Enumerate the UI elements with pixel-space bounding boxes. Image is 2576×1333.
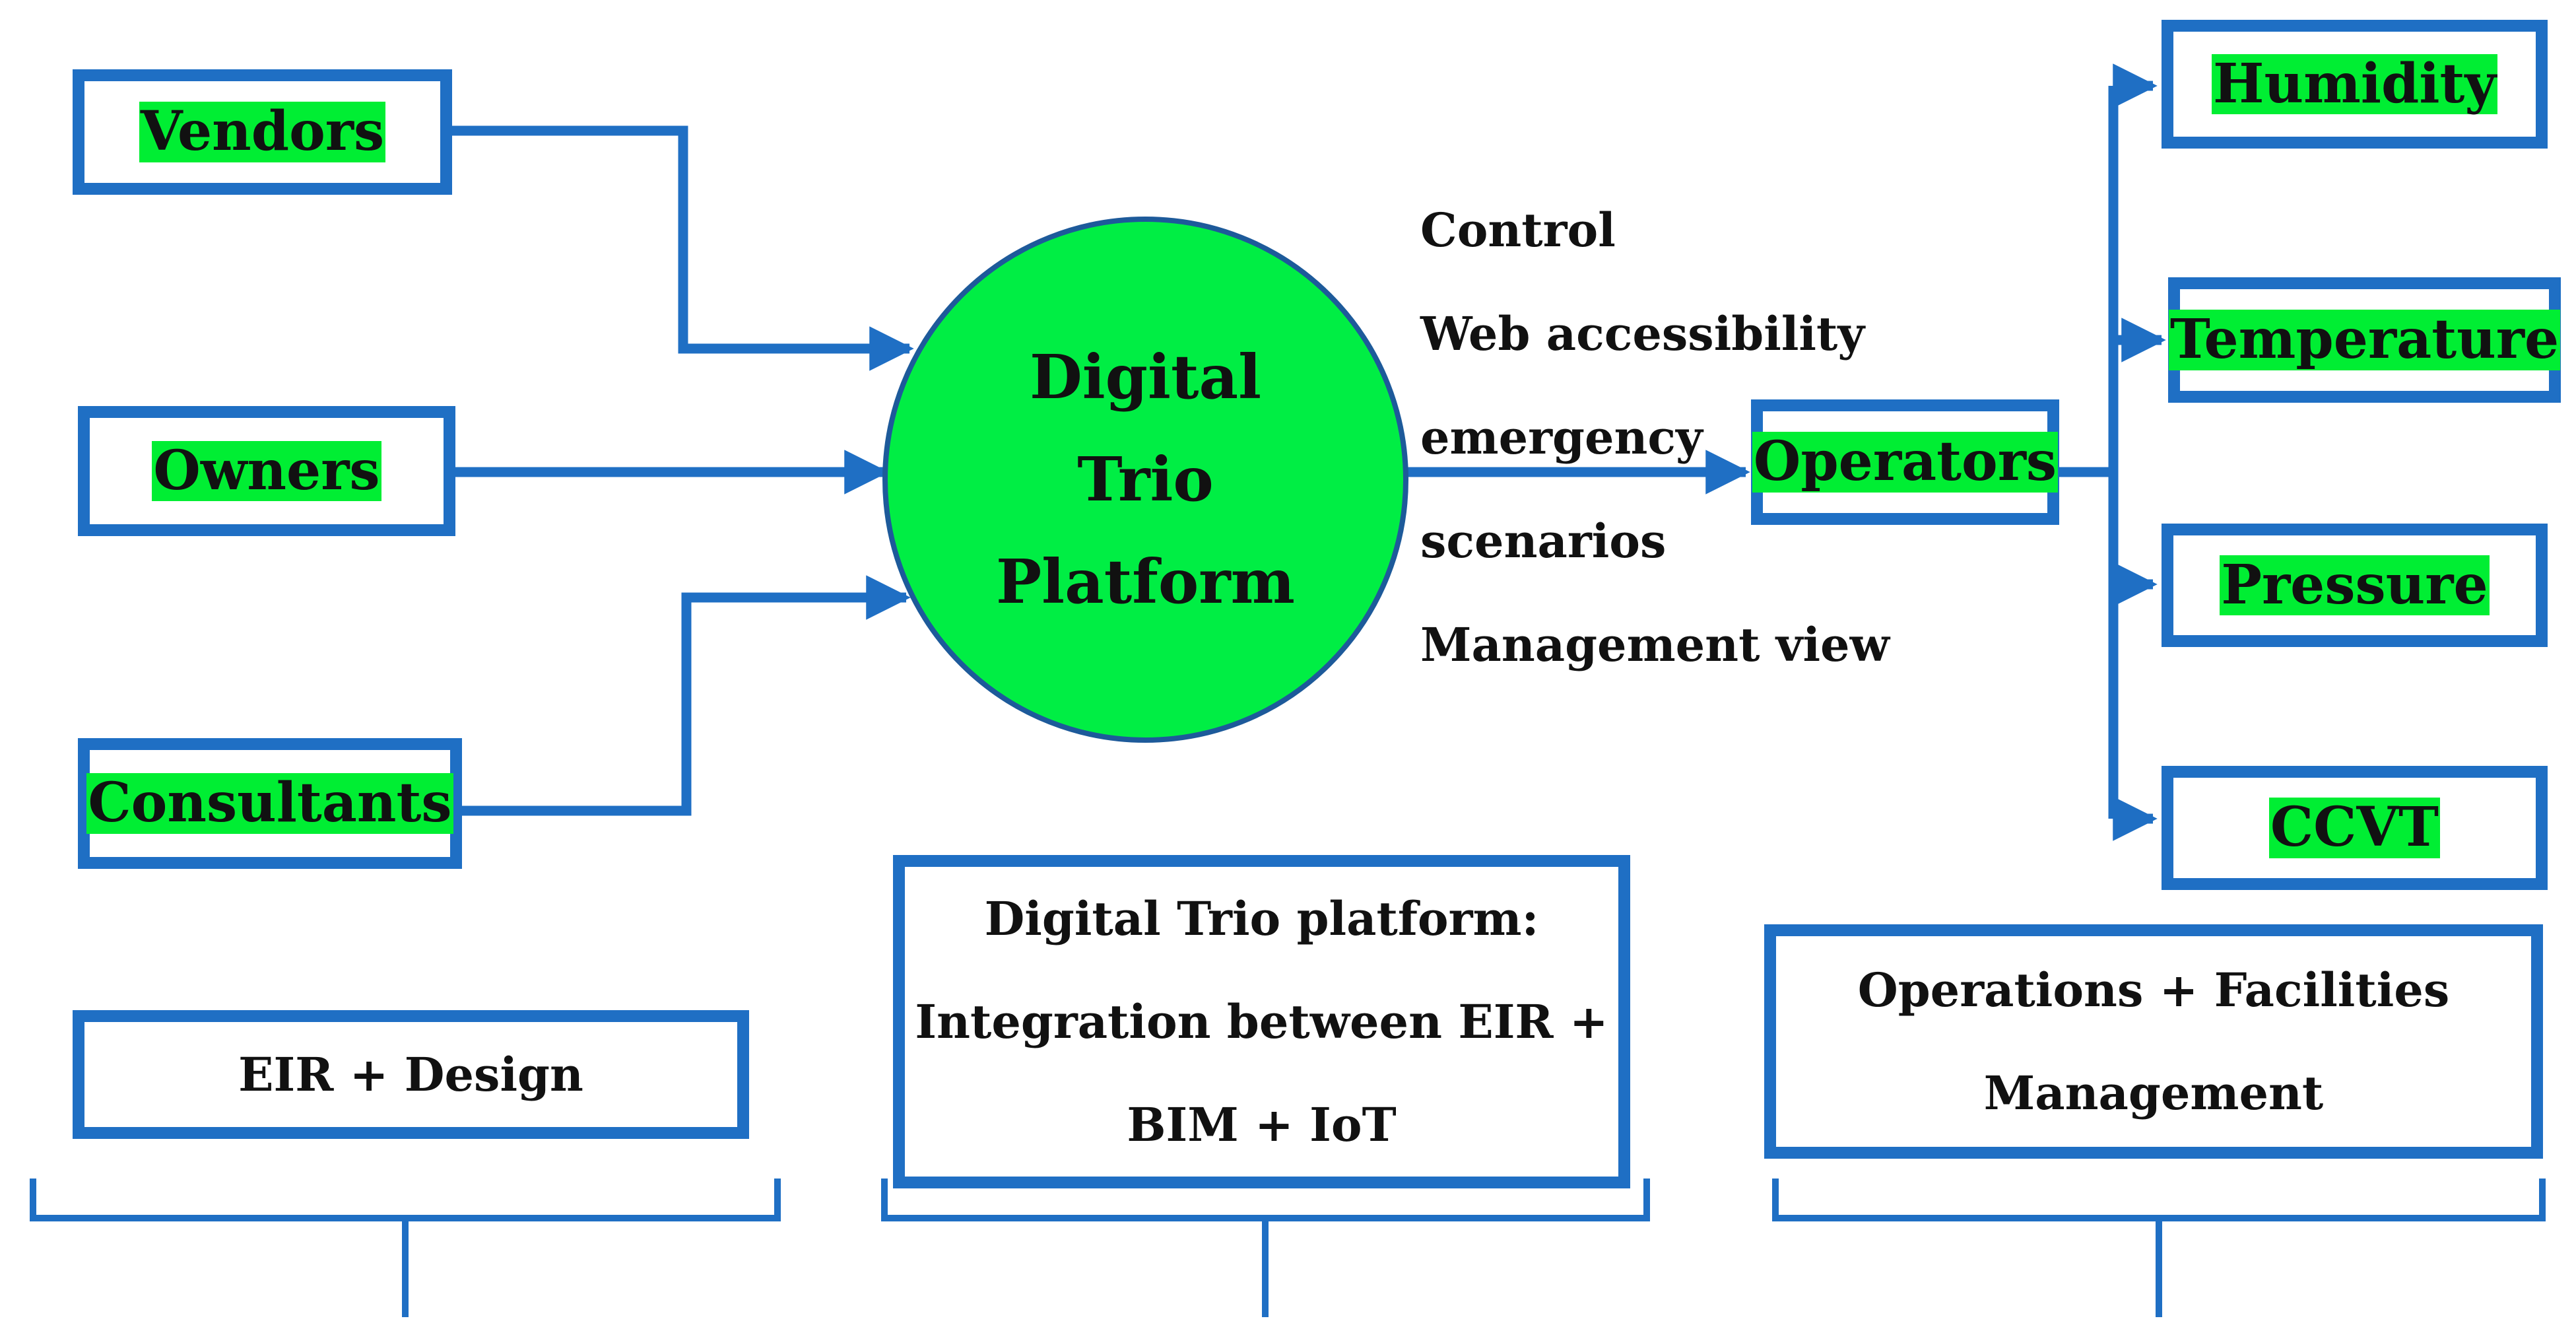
pressure-label: Pressure xyxy=(2220,553,2490,617)
phase-integration-line3: BIM + IoT xyxy=(1127,1097,1397,1152)
phase-operations-line1: Operations + Facilities xyxy=(1857,962,2450,1017)
phase-design-label: EIR + Design xyxy=(238,1046,583,1102)
flow-management-view: Management view xyxy=(1420,617,1890,672)
operators-label: Operators xyxy=(1752,430,2059,494)
phase-integration-box: Digital Trio platform: Integration betwe… xyxy=(893,855,1630,1188)
phase-integration-line2: Integration between EIR + xyxy=(915,994,1608,1049)
temperature-label: Temperature xyxy=(2168,308,2561,372)
phase-design-box: EIR + Design xyxy=(73,1010,749,1139)
flow-web-accessibility: Web accessibility xyxy=(1420,306,1865,361)
operators-node: Operators xyxy=(1751,399,2059,525)
pressure-node: Pressure xyxy=(2162,524,2548,647)
platform-label-line1: Digital xyxy=(1029,341,1262,413)
vendors-node: Vendors xyxy=(73,69,452,195)
flow-emergency: emergency xyxy=(1420,410,1703,465)
owners-node: Owners xyxy=(78,406,455,536)
digital-trio-platform-circle: Digital Trio Platform xyxy=(882,217,1408,743)
humidity-label: Humidity xyxy=(2211,51,2498,116)
brace-design xyxy=(30,1179,781,1317)
platform-label-line3: Platform xyxy=(996,546,1295,617)
consultants-label: Consultants xyxy=(86,771,453,835)
ccvt-node: CCVT xyxy=(2162,766,2548,890)
platform-output-list: Control Web accessibility emergency scen… xyxy=(1420,178,1890,697)
flow-control: Control xyxy=(1420,203,1616,257)
phase-operations-line2: Management xyxy=(1983,1065,2324,1120)
flow-scenarios: scenarios xyxy=(1420,514,1667,568)
humidity-node: Humidity xyxy=(2162,20,2548,149)
vendors-label: Vendors xyxy=(139,100,386,164)
owners-label: Owners xyxy=(152,438,381,502)
phase-integration-line1: Digital Trio platform: xyxy=(984,891,1539,946)
phase-operations-box: Operations + Facilities Management xyxy=(1764,924,2543,1159)
brace-operations xyxy=(1772,1179,2546,1317)
arrow-consultants-to-platform xyxy=(462,575,911,816)
platform-label-line2: Trio xyxy=(1077,444,1214,515)
ccvt-label: CCVT xyxy=(2268,796,2441,860)
brace-integration xyxy=(881,1179,1650,1317)
temperature-node: Temperature xyxy=(2168,277,2561,403)
consultants-node: Consultants xyxy=(78,738,462,869)
arrow-vendors-to-platform xyxy=(452,125,914,371)
